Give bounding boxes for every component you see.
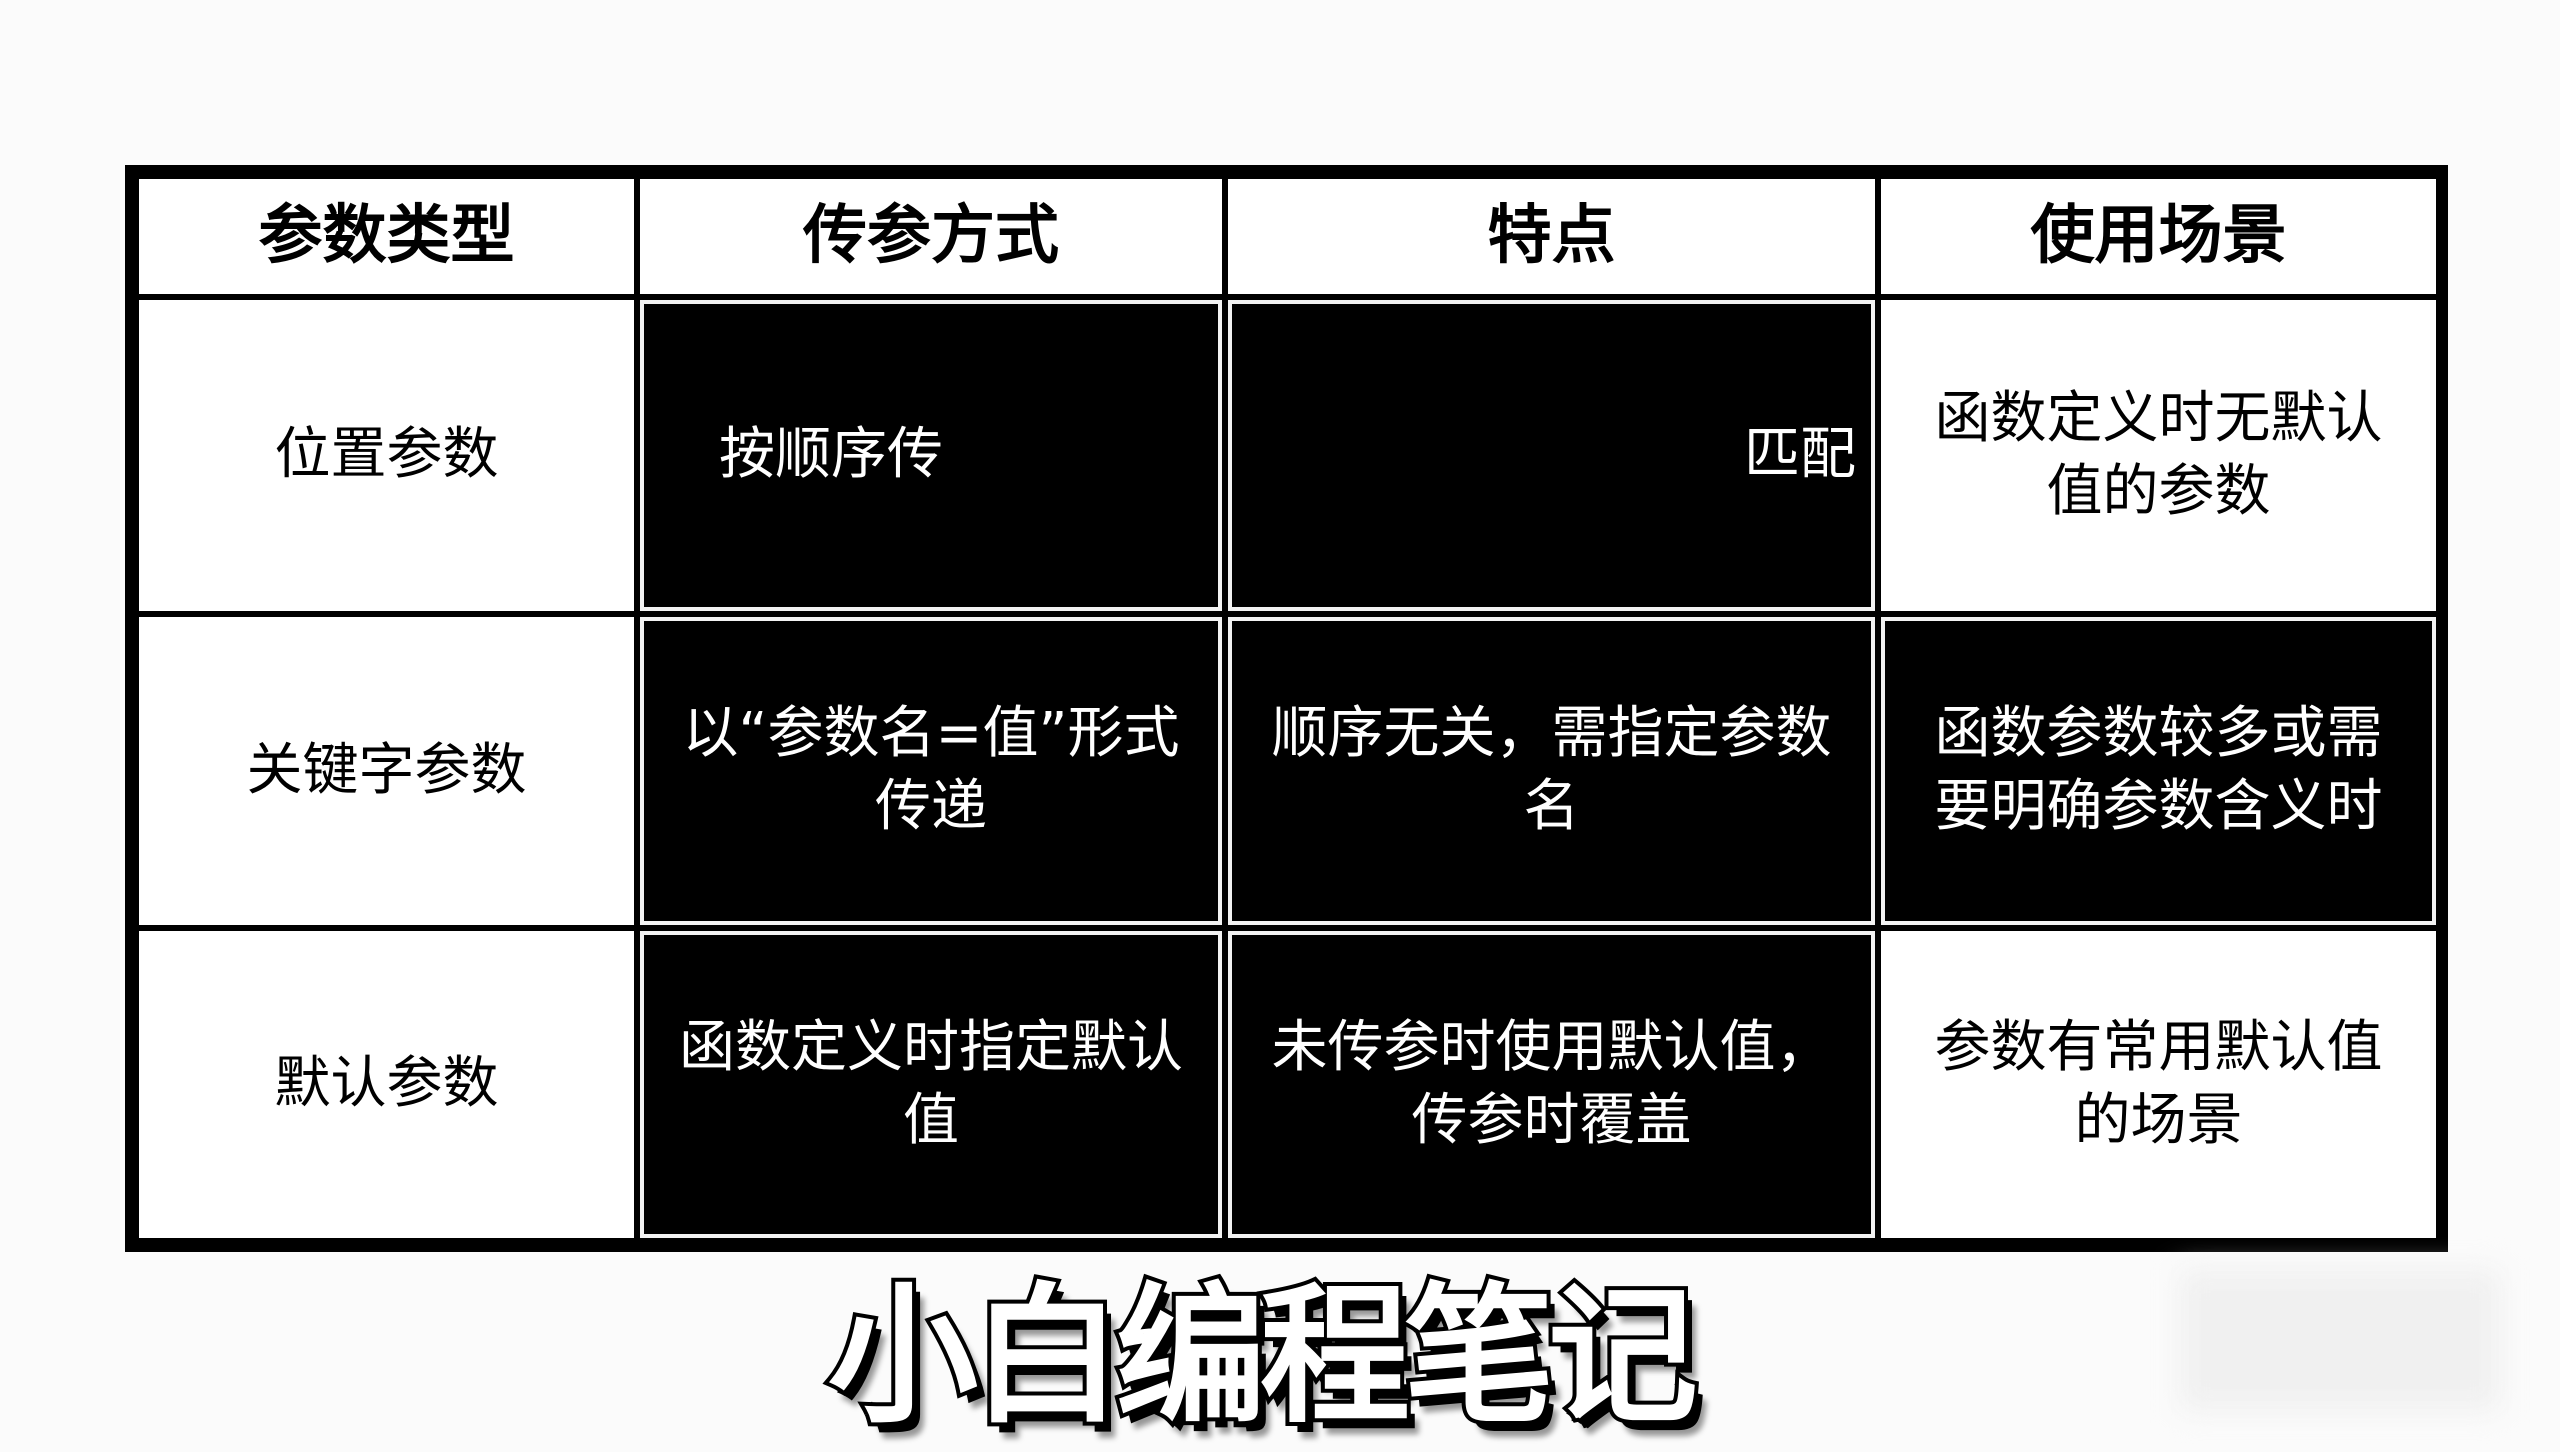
- table-cell: 函数定义时指定默认值: [640, 931, 1222, 1238]
- table-cell: 位置参数: [139, 300, 634, 611]
- table-header-cell: 传参方式: [640, 179, 1222, 294]
- table-header-cell: 使用场景: [1881, 179, 2436, 294]
- table-cell: 按顺序传: [640, 300, 1222, 611]
- table-header-cell: 特点: [1228, 179, 1875, 294]
- blurred-area: [2180, 1270, 2500, 1410]
- table-cell: 函数定义时无默认值的参数: [1881, 300, 2436, 611]
- table-cell: 以“参数名=值”形式传递: [640, 617, 1222, 925]
- watermark-title: 小白编程笔记: [824, 1266, 1702, 1448]
- parameter-table: 参数类型传参方式特点使用场景位置参数按顺序传匹配函数定义时无默认值的参数关键字参…: [125, 165, 2448, 1252]
- table-cell: 关键字参数: [139, 617, 634, 925]
- table-cell: 未传参时使用默认值，传参时覆盖: [1228, 931, 1875, 1238]
- table-cell: 匹配: [1228, 300, 1875, 611]
- table-cell: 顺序无关，需指定参数名: [1228, 617, 1875, 925]
- table-cell: 默认参数: [139, 931, 634, 1238]
- table-cell: 参数有常用默认值的场景: [1881, 931, 2436, 1238]
- table-header-cell: 参数类型: [139, 179, 634, 294]
- table-cell: 函数参数较多或需要明确参数含义时: [1881, 617, 2436, 925]
